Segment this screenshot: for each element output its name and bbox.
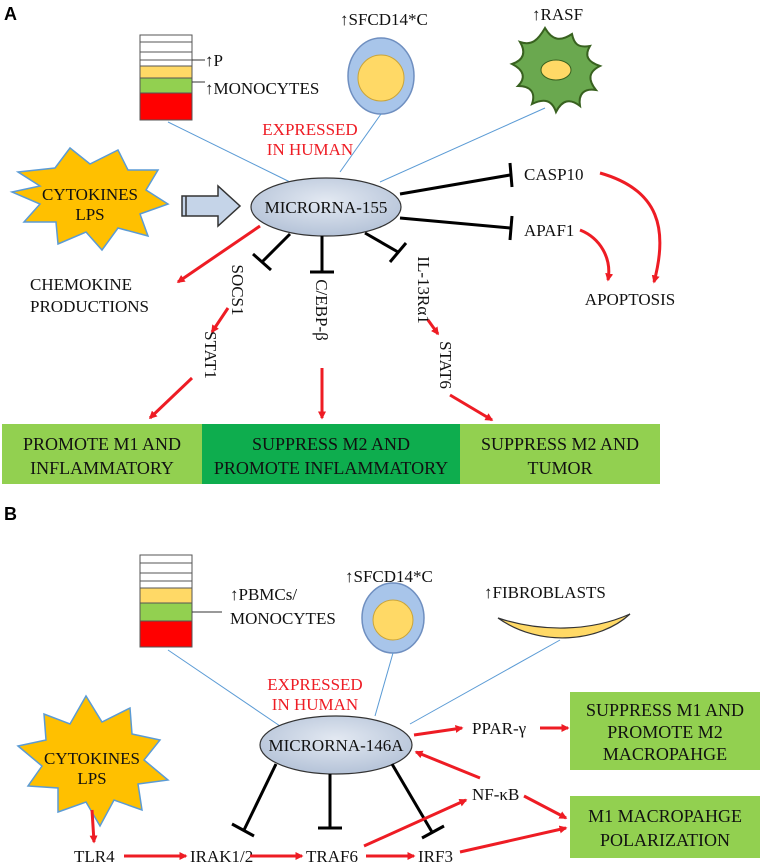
microrna-155-label: MICRORNA-155 — [265, 198, 388, 217]
lps-label: LPS — [77, 769, 106, 788]
il13ra1-label: IL-13Rα1 — [414, 256, 433, 323]
stat6-label: STAT6 — [436, 341, 455, 389]
blood-label-p: ↑P — [205, 51, 223, 70]
expressed-in-human-label: EXPRESSED — [267, 675, 362, 694]
box3-line1: SUPPRESS M2 AND — [481, 434, 639, 454]
casp10-label: CASP10 — [524, 165, 584, 184]
box-suppress-m2-tumor — [460, 424, 660, 484]
box-suppress-m2-inflammatory — [202, 424, 460, 484]
panel-a-label: A — [4, 4, 17, 24]
blood-tube-icon — [139, 34, 193, 121]
panel-b-label: B — [4, 504, 17, 524]
cytokines-star-icon — [16, 694, 170, 828]
b-box1-line3: MACROPAHGE — [603, 744, 727, 764]
cytokines-star-icon — [9, 146, 170, 252]
fibroblasts-label: ↑FIBROBLASTS — [484, 583, 606, 602]
cell-icon — [347, 37, 415, 115]
fibroblast-icon — [497, 613, 631, 639]
blood-tube-icon — [139, 554, 193, 648]
irak-label: IRAK1/2 — [190, 847, 253, 866]
microrna-146a-node — [259, 715, 413, 775]
chemokine-label-2: PRODUCTIONS — [30, 297, 149, 316]
sfcd14-label: ↑SFCD14*C — [340, 10, 428, 29]
cytokines-label: CYTOKINES — [42, 185, 138, 204]
expressed-in-human-label: EXPRESSED — [262, 120, 357, 139]
tlr4-label: TLR4 — [74, 847, 115, 866]
microrna-155-node — [250, 177, 402, 237]
ppar-gamma-label: PPAR-γ — [472, 719, 527, 738]
stat1-label: STAT1 — [201, 331, 220, 379]
box2-line2: PROMOTE INFLAMMATORY — [214, 458, 448, 478]
chemokine-label: CHEMOKINE — [30, 275, 132, 294]
b-box2-line2: POLARIZATION — [600, 830, 730, 850]
box-promote-m1 — [2, 424, 202, 484]
cytokines-label: CYTOKINES — [44, 749, 140, 768]
box-suppress-m1-promote-m2 — [570, 692, 760, 770]
box2-line1: SUPPRESS M2 AND — [252, 434, 410, 454]
box3-line2: TUMOR — [527, 458, 592, 478]
microrna-146a-label: MICRORNA-146A — [268, 736, 404, 755]
box1-line2: INFLAMMATORY — [30, 458, 174, 478]
b-box2-line1: M1 MACROPAHGE — [588, 806, 742, 826]
box-m1-polarization — [570, 796, 760, 858]
expressed-in-human-label-2: IN HUMAN — [272, 695, 358, 714]
b-box1-line2: PROMOTE M2 — [607, 722, 723, 742]
sfcd14-label: ↑SFCD14*C — [345, 567, 433, 586]
apoptosis-label: APOPTOSIS — [585, 290, 675, 309]
rasf-label: ↑RASF — [532, 5, 583, 24]
box1-line1: PROMOTE M1 AND — [23, 434, 181, 454]
b-box1-line1: SUPPRESS M1 AND — [586, 700, 744, 720]
rasf-cell-icon — [509, 26, 603, 115]
blood-label-monocytes: ↑MONOCYTES — [205, 79, 319, 98]
apaf1-label: APAF1 — [524, 221, 574, 240]
traf6-label: TRAF6 — [306, 847, 358, 866]
cebp-label: C/EBP-β — [312, 279, 331, 341]
expressed-in-human-label-2: IN HUMAN — [267, 140, 353, 159]
pbmc-label: ↑PBMCs/ — [230, 585, 297, 604]
socs1-label: SOCS1 — [228, 264, 247, 315]
nfkb-label: NF-κB — [472, 785, 519, 804]
pbmc-label-2: MONOCYTES — [230, 609, 336, 628]
block-arrow-icon — [181, 184, 242, 228]
irf3-label: IRF3 — [418, 847, 453, 866]
lps-label: LPS — [75, 205, 104, 224]
cell-icon — [361, 582, 425, 654]
